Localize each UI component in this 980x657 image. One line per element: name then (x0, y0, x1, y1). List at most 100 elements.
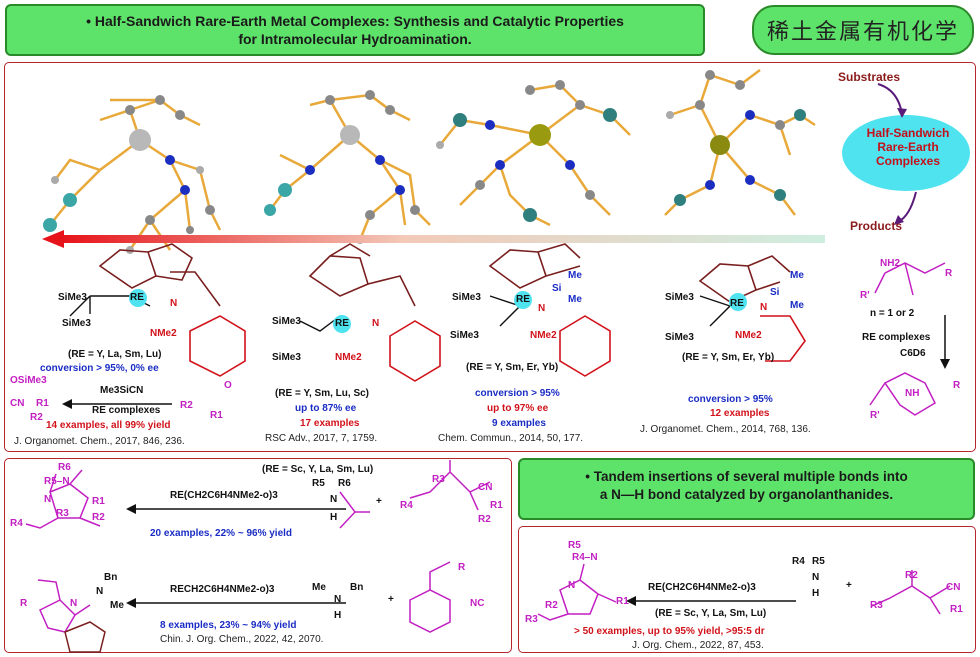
nh2-label: NH2 (880, 258, 901, 269)
bottom-left-panel (4, 458, 512, 653)
rxc-plus: + (846, 580, 852, 591)
tandem-title: • Tandem insertions of several multiple … (585, 469, 908, 502)
c4-sime3-a: SiMe3 (665, 292, 694, 303)
rxb-arrow (126, 598, 346, 608)
rxa-sub-r4: R4 (400, 500, 413, 511)
rxc-r1: R1 (616, 596, 629, 607)
rxb-n-ring: N (70, 598, 78, 609)
cyano-cn: CN (10, 398, 25, 409)
rxa-r4: R4 (10, 518, 23, 529)
rxc-r4-n: R4–N (572, 552, 598, 563)
rxb-sub-r: R (458, 562, 466, 573)
rxb-plus: + (388, 594, 394, 605)
rxa-plus: + (376, 496, 382, 507)
cyano-r1: R1 (210, 410, 223, 421)
rxa-arrow (126, 504, 346, 514)
rxb-ref: Chin. J. Org. Chem., 2022, 42, 2070. (160, 634, 324, 645)
rxb-bn: Bn (104, 572, 118, 583)
rxb-amine-me: Me (312, 582, 326, 593)
cyano-catalyst: RE complexes (92, 405, 161, 416)
c4-re-list: (RE = Y, Sm, Er, Yb) (682, 352, 775, 363)
bullet: • (585, 469, 594, 484)
c3-si: Si (552, 283, 562, 294)
cyano-reagent: Me3SiCN (100, 385, 144, 396)
catalytic-cycle (842, 83, 970, 225)
re-center-2 (333, 315, 351, 333)
c4-examples: 12 examples (710, 408, 770, 419)
c3-me-b: Me (568, 294, 582, 305)
rxa-sub-cn: CN (478, 482, 493, 493)
rxa-structures (25, 460, 491, 529)
structure-4 (664, 69, 816, 216)
rxa-n-ring: N (44, 494, 52, 505)
rxc-n-ring: N (568, 580, 576, 591)
rxa-amine-r5: R5 (312, 478, 325, 489)
cycle-center (842, 115, 970, 191)
c4-ref: J. Organomet. Chem., 2014, 768, 136. (640, 424, 811, 435)
rxb-amine-h: H (334, 610, 342, 621)
rxc-r3: R3 (525, 614, 538, 625)
c1-nme2: NMe2 (150, 328, 177, 339)
re-center-4 (729, 293, 747, 311)
structure-2 (269, 93, 431, 241)
c1-sime3-b: SiMe3 (62, 318, 91, 329)
c4-sime3-b: SiMe3 (665, 332, 694, 343)
chinese-badge: 稀土金属有机化学 (752, 5, 974, 55)
tandem-banner: • Tandem insertions of several multiple … (518, 458, 975, 520)
r-label-1: R (945, 268, 953, 279)
rxa-r3: R3 (56, 508, 69, 519)
c3-sime3-a: SiMe3 (452, 292, 481, 303)
c2-n: N (372, 318, 380, 329)
rxb-me: Me (110, 600, 124, 611)
c3-re-list: (RE = Y, Sm, Er, Yb) (466, 362, 559, 373)
c4-si: Si (770, 287, 780, 298)
c3-conversion: conversion > 95% (475, 388, 560, 399)
rxc-sub-cn: CN (946, 582, 961, 593)
rxb-amine-n: N (334, 594, 342, 605)
rxa-catalyst: RE(CH2C6H4NMe2-o)3 (170, 490, 278, 501)
bullet: • (86, 13, 95, 29)
cycle-center-text: Half-Sandwich Rare-Earth Complexes (866, 126, 950, 168)
trend-arrow (42, 230, 825, 248)
c1-conversion: conversion > 95%, 0% ee (40, 363, 159, 374)
rxa-amine-n: N (330, 494, 338, 505)
rxb-n: N (96, 586, 104, 597)
header-banner: • Half-Sandwich Rare-Earth Metal Complex… (5, 4, 705, 56)
rxa-amine-r6: R6 (338, 478, 351, 489)
c2-nme2: NMe2 (335, 352, 362, 363)
rxa-r1: R1 (92, 496, 105, 507)
n-equation: n = 1 or 2 (870, 308, 915, 319)
c3-n: N (538, 303, 546, 314)
re-complexes-label: RE complexes (862, 332, 931, 343)
c3-ee: up to 97% ee (487, 403, 549, 414)
cyano-r1-product: R1 (36, 398, 49, 409)
rxc-arrow (626, 596, 796, 606)
c2-examples: 17 examples (300, 418, 360, 429)
c1-re: RE (130, 292, 144, 303)
c1-sime3-a: SiMe3 (58, 292, 87, 303)
rxc-sub-r2: R2 (905, 570, 918, 581)
rxc-amine-n: N (812, 572, 820, 583)
complex-drawings (69, 243, 806, 382)
structure-1 (49, 98, 222, 251)
rxa-sub-r1: R1 (490, 500, 503, 511)
rxa-result: 20 examples, 22% ~ 96% yield (150, 528, 293, 539)
atoms (43, 70, 806, 254)
cyanosilylation-arrow (62, 399, 172, 409)
c2-sime3-b: SiMe3 (272, 352, 301, 363)
c3-examples: 9 examples (492, 418, 546, 429)
c3-nme2: NMe2 (530, 330, 557, 341)
rxa-sub-r3: R3 (432, 474, 445, 485)
re-center-3 (514, 291, 532, 309)
c2-ref: RSC Adv., 2017, 7, 1759. (265, 433, 378, 444)
rxc-amine-r4: R4 (792, 556, 805, 567)
rxc-sub-r1: R1 (950, 604, 963, 615)
rxa-r2: R2 (92, 512, 105, 523)
c2-re: RE (335, 318, 349, 329)
rxc-amine-h: H (812, 588, 820, 599)
cyano-o: O (224, 380, 232, 391)
rxb-structures (37, 561, 451, 653)
c4-re: RE (730, 298, 744, 309)
rxb-amine-bn: Bn (350, 582, 364, 593)
rxa-re-list: (RE = Sc, Y, La, Sm, Lu) (262, 464, 374, 475)
